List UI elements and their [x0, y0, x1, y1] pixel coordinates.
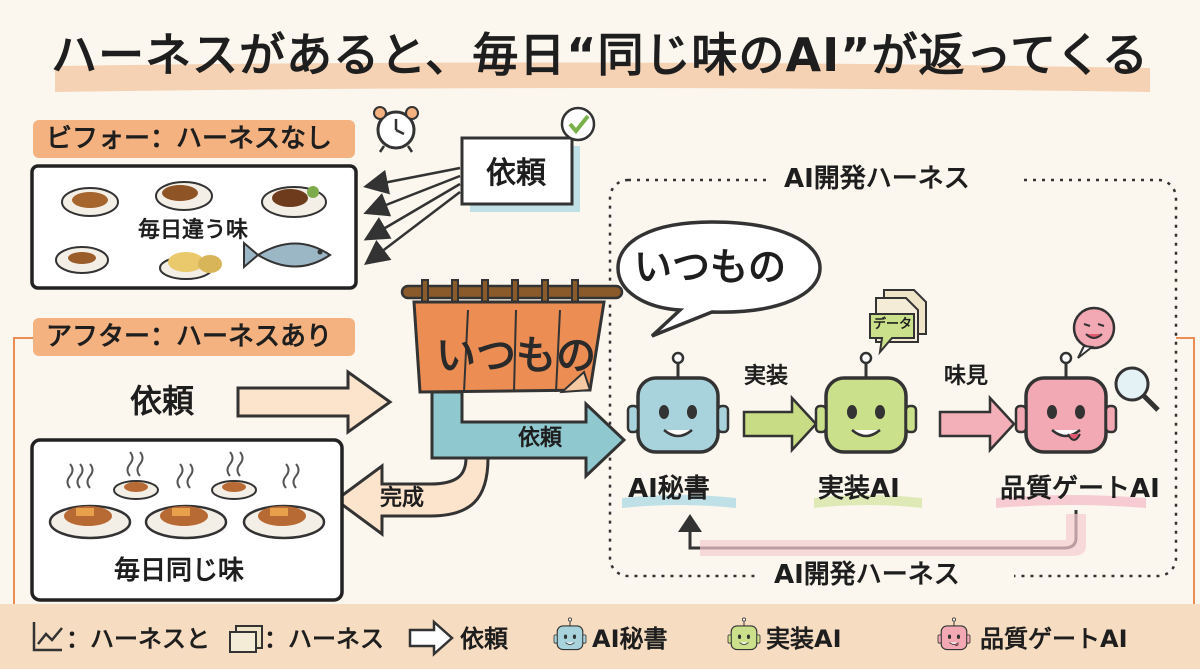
scatter-arrows — [363, 166, 461, 266]
label-underline — [996, 495, 1146, 508]
check-icon — [560, 106, 596, 142]
before-dishes-caption: 毎日違う味 — [138, 218, 249, 243]
robot-icon — [1014, 351, 1118, 454]
teal-request-arrow — [430, 390, 627, 480]
taste-arrow — [938, 394, 1016, 454]
before-label-bg — [33, 120, 355, 158]
harness-frame-label-bg — [770, 164, 1024, 196]
page-title: ハーネスがあると、毎日“同じ味のAI”が返ってくる — [51, 28, 1149, 82]
after-label-bg — [33, 318, 355, 356]
after-connector — [13, 337, 33, 604]
legend-item-1: ：ハーネスと — [66, 625, 210, 653]
robot-icon — [626, 351, 1118, 454]
speech-bubble — [616, 220, 822, 338]
speech-bubble-text: いつもの — [634, 245, 787, 289]
robot-label-implement-ai: 実装AI — [818, 474, 900, 504]
robot-icon — [553, 617, 587, 651]
arrow-icon — [408, 619, 454, 657]
implement-arrow-text: 実装 — [744, 364, 789, 389]
fish-icon — [243, 240, 332, 270]
robot-icon — [727, 617, 761, 651]
harness-frame-label-bottom: AI開発ハーネス — [774, 560, 960, 590]
alarm-clock-icon — [373, 106, 419, 153]
harness-frame — [608, 178, 1178, 578]
legend-item-3: 依頼 — [460, 625, 508, 653]
plate-icon — [55, 181, 327, 280]
feedback-loop-head — [678, 514, 702, 532]
title-highlight — [55, 62, 1150, 92]
tongue-face-icon — [1072, 306, 1116, 359]
legend-item-2: ：ハーネス — [264, 625, 384, 653]
noren-curtain — [400, 279, 624, 394]
done-arrow — [333, 456, 490, 537]
legend-item-5: 実装AI — [766, 625, 842, 653]
label-underline — [622, 495, 736, 508]
request-arrow — [236, 369, 393, 435]
request-card-text: 依頼 — [486, 156, 546, 191]
implement-arrow — [742, 394, 818, 454]
taste-arrow-text: 味見 — [944, 364, 989, 389]
feedback-loop-band — [700, 514, 1086, 556]
legend-item-6: 品質ゲートAI — [980, 625, 1128, 653]
data-document-icon — [869, 289, 927, 356]
robot-icon — [814, 351, 918, 454]
magnifier-icon — [1114, 366, 1160, 412]
before-label: ビフォー：ハーネスなし — [46, 124, 333, 154]
legend-item-4: AI秘書 — [592, 625, 668, 653]
chart-icon — [32, 622, 63, 652]
request-card — [460, 136, 574, 206]
legend-bar — [0, 604, 1200, 669]
frame-connector — [1176, 337, 1195, 604]
done-arrow-text: 完成 — [380, 486, 425, 511]
label-underline — [814, 495, 922, 508]
folder-icon — [229, 625, 263, 653]
harness-frame-label-bg-bottom — [760, 560, 1014, 592]
plate-icon — [48, 480, 326, 540]
after-dishes-caption: 毎日同じ味 — [114, 556, 245, 586]
after-request-text: 依頼 — [130, 382, 195, 420]
harness-frame-label: AI開発ハーネス — [784, 164, 970, 194]
after-label: アフター：ハーネスあり — [46, 322, 333, 352]
robot-label-ai-secretary: AI秘書 — [628, 474, 710, 504]
noren-text: いつもの — [436, 333, 596, 379]
data-document-text: データ — [873, 317, 913, 332]
request-arrow-text: 依頼 — [518, 426, 563, 451]
robot-label-quality-gate-ai: 品質ゲートAI — [1000, 474, 1160, 504]
robot-icon — [626, 351, 730, 454]
steam-icon — [66, 451, 300, 489]
robot-icon — [937, 617, 971, 651]
